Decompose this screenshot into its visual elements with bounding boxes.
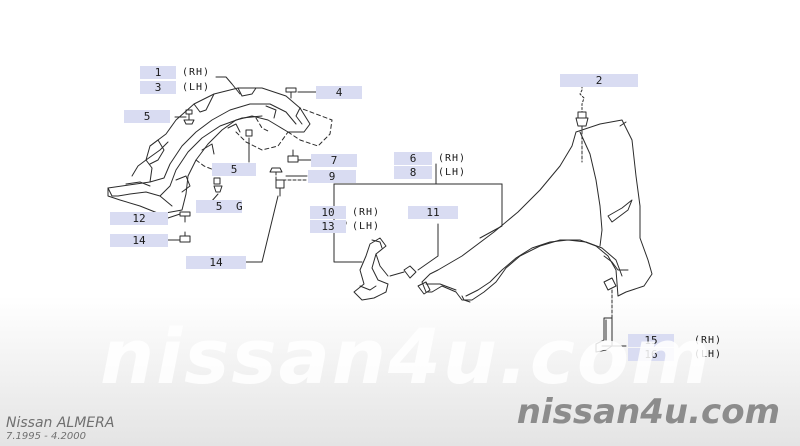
part-side-3: (LH) <box>182 82 211 93</box>
part-side-16: (LH) <box>694 349 723 360</box>
brand-logo-text[interactable]: nissan4u.com <box>516 392 780 432</box>
part-label-11[interactable]: 11 <box>408 206 458 219</box>
part-label-12[interactable]: 12 <box>110 212 168 225</box>
part-label-4[interactable]: 4 <box>316 86 362 99</box>
mud-guard <box>595 289 627 353</box>
leader-lines-left <box>167 76 317 263</box>
part-label-2[interactable]: 2 <box>560 74 638 87</box>
part-side-15: (RH) <box>694 335 723 346</box>
watermark-text: nissan4u.com <box>100 312 713 401</box>
model-name: Nissan ALMERA <box>6 415 115 431</box>
part-label-6[interactable]: 6 <box>394 152 432 165</box>
part-label-14-bottom[interactable]: 14 <box>186 256 246 269</box>
part-label-14-left[interactable]: 14 <box>110 234 168 247</box>
part-label-5-mid[interactable]: 5 <box>212 163 256 176</box>
part-label-10[interactable]: 10 <box>310 206 346 219</box>
part-side-13: (LH) <box>352 221 381 232</box>
fender-bolt <box>575 85 589 163</box>
part-label-8[interactable]: 8 <box>394 166 432 179</box>
part-label-15[interactable]: 15 <box>628 334 674 347</box>
part-label-13[interactable]: 13 <box>310 220 346 233</box>
fender-liner <box>107 87 333 215</box>
part-side-6: (RH) <box>438 153 467 164</box>
model-years: 7.1995 - 4.2000 <box>6 431 86 442</box>
front-fender <box>421 119 653 303</box>
part-label-5-top[interactable]: 5 <box>124 110 170 123</box>
part-label-16[interactable]: 16 <box>628 348 674 361</box>
part-label-9[interactable]: 9 <box>308 170 356 183</box>
part-label-5g[interactable]: 5 <box>196 200 242 213</box>
part-side-8: (LH) <box>438 167 467 178</box>
part-side-10: (RH) <box>352 207 381 218</box>
part-label-1[interactable]: 1 <box>140 66 176 79</box>
part-suffix-g: G <box>236 200 244 213</box>
bottom-gradient <box>0 296 800 446</box>
part-label-7[interactable]: 7 <box>311 154 357 167</box>
part-label-3[interactable]: 3 <box>140 81 176 94</box>
part-side-1: (RH) <box>182 67 211 78</box>
